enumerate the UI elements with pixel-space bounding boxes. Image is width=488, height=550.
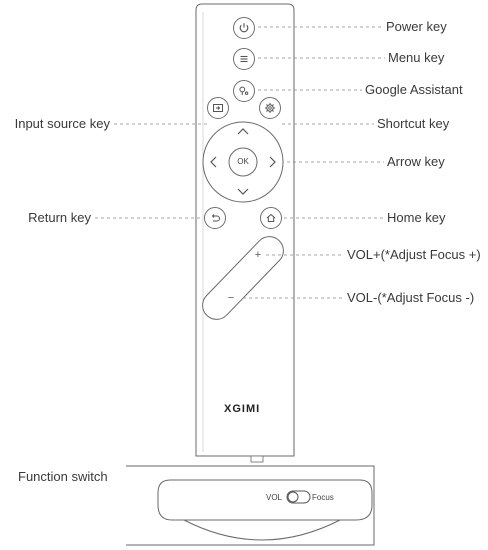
home-icon [266,213,276,222]
label-power-key: Power key [386,19,447,34]
label-shortcut-key: Shortcut key [377,116,450,131]
home-button[interactable] [260,207,282,229]
vol-focus-toggle-knob [287,491,299,503]
switch-focus-label: Focus [312,493,334,502]
label-arrow-key: Arrow key [387,154,445,169]
gear-icon [265,103,275,113]
label-return-key: Return key [28,210,91,225]
google-assistant-icon [239,86,249,95]
input-source-icon [213,104,223,112]
arrow-right-icon [269,156,276,168]
label-vol-minus: VOL-(*Adjust Focus -) [347,290,475,305]
remote-bottom-curve [183,519,341,541]
menu-button[interactable] [233,48,255,70]
return-button[interactable] [204,207,226,229]
remote-bottom-connector [250,455,264,463]
label-input-source-key: Input source key [14,116,110,131]
arrow-down-icon [237,188,249,195]
label-google-assistant: Google Assistant [365,82,463,97]
power-icon [239,23,249,33]
power-button[interactable] [233,17,255,39]
label-function-switch: Function switch [18,469,108,484]
arrow-left-icon [210,156,217,168]
vol-minus-label: − [227,292,235,304]
switch-vol-label: VOL [266,493,283,502]
google-assistant-button[interactable] [233,80,255,102]
ok-button[interactable]: OK [231,154,255,170]
ok-label: OK [237,157,249,166]
return-icon [211,214,220,222]
label-menu-key: Menu key [388,50,445,65]
ok-button-ring [228,147,258,177]
vol-plus-button[interactable]: + [251,248,265,262]
remote-bottom-view [157,479,373,521]
xgimi-logo: XGIMI [224,403,261,415]
menu-icon [240,55,248,63]
label-vol-plus: VOL+(*Adjust Focus +) [347,247,481,262]
volume-rocker [202,236,284,320]
arrow-up-icon [237,128,249,135]
shortcut-button[interactable] [259,97,281,119]
input-source-button[interactable] [207,97,229,119]
switch-callout-box [126,465,375,546]
remote-body-outline [195,3,295,457]
vol-plus-label: + [254,249,262,261]
vol-minus-button[interactable]: − [224,291,238,305]
label-home-key: Home key [387,210,446,225]
